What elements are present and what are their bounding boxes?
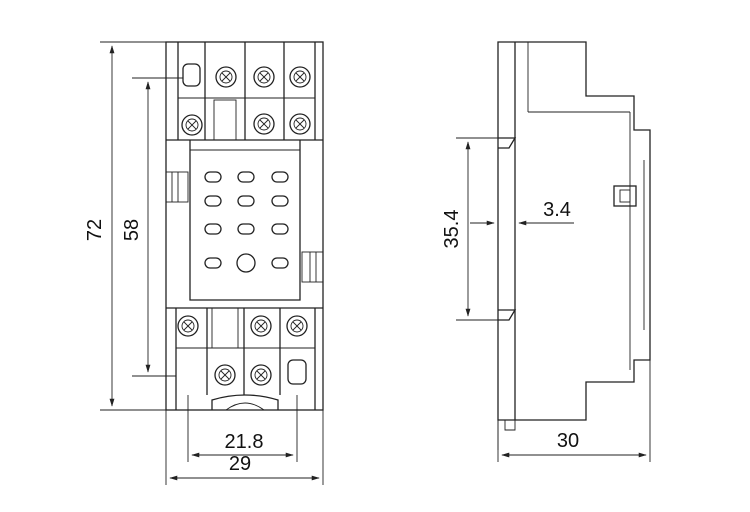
front-view: 72 58 21.8 29	[84, 41, 324, 485]
dim-label-21-8: 21.8	[225, 431, 264, 453]
dim-label-30: 30	[557, 430, 579, 452]
dimension-rail-height: 35.4	[441, 137, 498, 321]
dimension-overall-width: 29	[165, 410, 324, 485]
top-terminal-block	[166, 42, 323, 141]
screw-terminal-icon	[250, 364, 272, 386]
screw-terminal-icon	[286, 315, 308, 337]
screw-terminal-icon	[181, 114, 203, 136]
dim-label-72: 72	[84, 219, 106, 241]
screw-terminal-icon	[253, 113, 275, 135]
screw-terminal-icon	[289, 66, 311, 88]
dimension-overall-height: 72	[84, 41, 166, 411]
dimension-depth: 30	[497, 360, 651, 462]
screw-terminal-icon	[214, 364, 236, 386]
dim-label-58: 58	[121, 219, 143, 241]
dim-label-35-4: 35.4	[441, 210, 463, 249]
screw-terminal-icon	[215, 66, 237, 88]
screw-terminal-icon	[289, 113, 311, 135]
screw-terminal-icon	[250, 315, 272, 337]
pin-slot-icon	[204, 171, 289, 273]
bottom-terminal-block	[166, 307, 323, 411]
screw-terminal-icon	[177, 315, 199, 337]
dimension-inner-width: 21.8	[187, 395, 298, 462]
dim-label-3-4: 3.4	[543, 199, 571, 221]
dimension-rail-thickness: 3.4	[470, 199, 574, 226]
side-body-outline	[497, 41, 651, 421]
relay-socket-area	[165, 140, 324, 301]
screw-terminal-icon	[253, 66, 275, 88]
dim-label-29: 29	[229, 453, 251, 475]
dimension-mounting-height: 58	[121, 77, 183, 377]
side-view: 35.4 3.4 30	[441, 41, 651, 462]
